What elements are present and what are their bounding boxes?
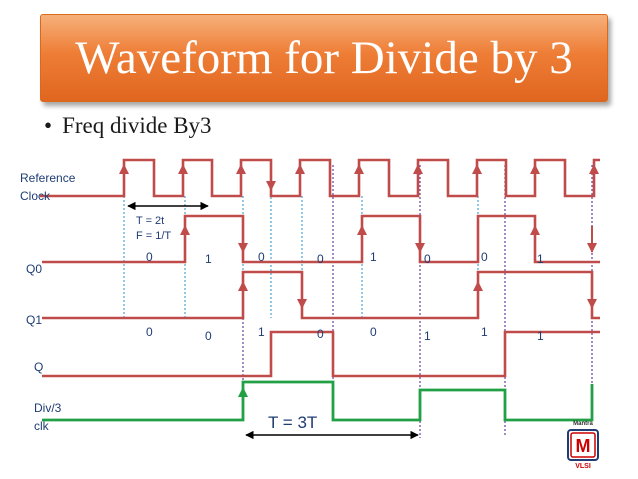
period-note-2: F = 1/T (136, 230, 172, 242)
slide-title: Waveform for Divide by 3 (75, 32, 573, 84)
q0-bit: 1 (205, 252, 212, 266)
logo-bottom-text: VLSI (575, 463, 591, 470)
logo-top-text: Mantra (573, 421, 593, 427)
q1-bit: 0 (370, 325, 377, 339)
q0-wave (42, 214, 600, 264)
output-period-label: T = 3T (268, 413, 318, 432)
mantra-vlsi-logo: Mantra M VLSI (562, 421, 604, 473)
q0-bit: 0 (481, 250, 488, 264)
reference-clock-arrows (119, 164, 599, 191)
q-label: Q (34, 360, 44, 374)
period-note-1: T = 2t (136, 215, 165, 227)
q1-bit: 0 (205, 329, 212, 343)
bullet-text: Freq divide By3 (62, 113, 212, 138)
q0-arrows (180, 225, 597, 253)
q1-bit: 1 (537, 329, 544, 343)
q0-bit: 0 (258, 250, 265, 264)
div3-label: Div/3 (34, 401, 62, 415)
q1-wave (42, 270, 600, 320)
q1-bit: 1 (424, 329, 431, 343)
q0-bit: 0 (424, 252, 431, 266)
q1-bit: 1 (258, 325, 265, 339)
q0-bit: 1 (370, 250, 377, 264)
q1-bit: 0 (146, 325, 153, 339)
q1-bit: 1 (481, 325, 488, 339)
logo-icon: M (567, 429, 599, 461)
title-banner: Waveform for Divide by 3 (40, 14, 608, 102)
q1-bit: 0 (317, 327, 324, 341)
q-wave (42, 330, 600, 378)
q0-bit: 0 (317, 252, 324, 266)
clock-label: Clock (20, 189, 51, 203)
q0-label: Q0 (26, 262, 43, 276)
q0-bit: 0 (146, 250, 153, 264)
q1-label: Q1 (26, 313, 43, 327)
bullet-marker: • (44, 113, 53, 138)
q0-bit: 1 (537, 252, 544, 266)
div3-clk-label: clk (34, 419, 49, 433)
reference-label: Reference (20, 171, 76, 185)
logo-letter: M (576, 436, 591, 456)
q1-arrows (238, 281, 597, 309)
bullet-item: • Freq divide By3 (44, 113, 212, 139)
